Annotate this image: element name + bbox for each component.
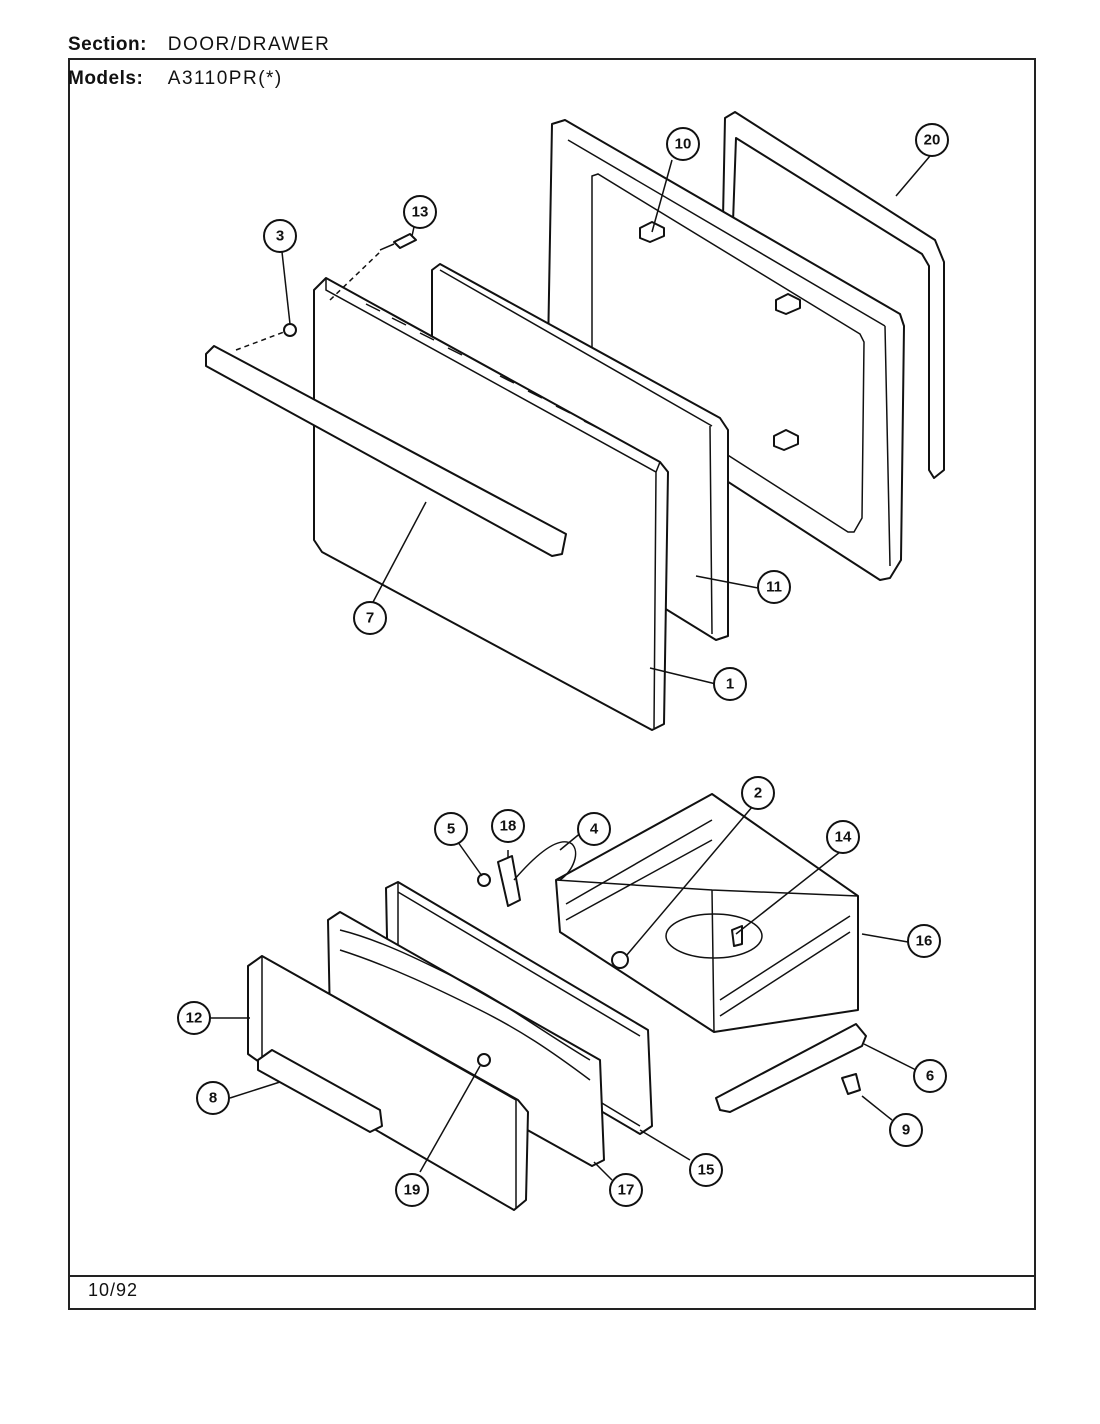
drawer-handle — [257, 1049, 383, 1133]
svg-text:2: 2 — [754, 785, 762, 802]
callout-16: 16 — [907, 924, 941, 958]
models-label: Models: — [68, 68, 144, 89]
drawer-stop-screw — [731, 925, 743, 947]
handle-nut — [283, 323, 297, 337]
callout-15: 15 — [689, 1153, 723, 1187]
callout-6: 6 — [913, 1059, 947, 1093]
callout-1: 1 — [713, 667, 747, 701]
diagram-frame — [68, 58, 1036, 1310]
callout-5: 5 — [434, 812, 468, 846]
svg-text:9: 9 — [902, 1122, 910, 1139]
callout-18: 18 — [491, 809, 525, 843]
models-header: Models: A3110PR(*) — [68, 68, 283, 90]
rail-clip — [841, 1073, 861, 1095]
callout-12: 12 — [177, 1001, 211, 1035]
callout-19: 19 — [395, 1173, 429, 1207]
callout-3: 3 — [263, 219, 297, 253]
drawer-rail — [715, 1023, 867, 1113]
svg-text:14: 14 — [835, 829, 852, 846]
drawer-body — [555, 793, 859, 1033]
callout-10: 10 — [666, 127, 700, 161]
svg-text:10: 10 — [675, 136, 692, 153]
section-header: Section: DOOR/DRAWER — [68, 34, 330, 56]
callout-14: 14 — [826, 820, 860, 854]
svg-text:5: 5 — [447, 821, 455, 838]
assembly-line-nut — [235, 331, 285, 351]
svg-text:3: 3 — [276, 228, 284, 245]
callout-7: 7 — [353, 601, 387, 635]
svg-text:8: 8 — [209, 1090, 217, 1107]
callout-9: 9 — [889, 1113, 923, 1147]
latch-wire — [513, 841, 577, 881]
drawer-screw — [477, 1053, 491, 1067]
section-value: DOOR/DRAWER — [167, 34, 331, 55]
svg-text:4: 4 — [590, 821, 599, 838]
revision-date: 10/92 — [88, 1280, 139, 1300]
svg-text:17: 17 — [618, 1182, 635, 1199]
svg-text:16: 16 — [916, 933, 933, 950]
handle-screw — [379, 233, 417, 251]
footer-divider — [68, 1275, 1036, 1277]
models-value: A3110PR(*) — [167, 68, 283, 89]
callout-11: 11 — [757, 570, 791, 604]
callout-17: 17 — [609, 1173, 643, 1207]
svg-text:13: 13 — [412, 204, 429, 221]
svg-text:11: 11 — [766, 579, 782, 596]
latch-nut — [477, 873, 491, 887]
inner-door-frame — [547, 119, 905, 581]
svg-text:20: 20 — [924, 132, 941, 149]
svg-text:12: 12 — [186, 1010, 203, 1027]
assembly-line-screw — [329, 251, 381, 301]
section-label: Section: — [68, 34, 147, 55]
svg-text:18: 18 — [500, 818, 517, 835]
callout-20: 20 — [915, 123, 949, 157]
svg-text:7: 7 — [366, 610, 374, 627]
svg-text:1: 1 — [726, 676, 734, 693]
svg-text:15: 15 — [698, 1162, 715, 1179]
drawer-roller — [611, 951, 629, 969]
callout-8: 8 — [196, 1081, 230, 1115]
drawer-latch — [497, 855, 521, 907]
callout-13: 13 — [403, 195, 437, 229]
svg-text:19: 19 — [404, 1182, 421, 1199]
leader-lines — [210, 155, 931, 1181]
drawer-front — [247, 955, 529, 1211]
door-handle — [205, 345, 567, 557]
svg-text:6: 6 — [926, 1068, 934, 1085]
callout-4: 4 — [577, 812, 611, 846]
callout-2: 2 — [741, 776, 775, 810]
